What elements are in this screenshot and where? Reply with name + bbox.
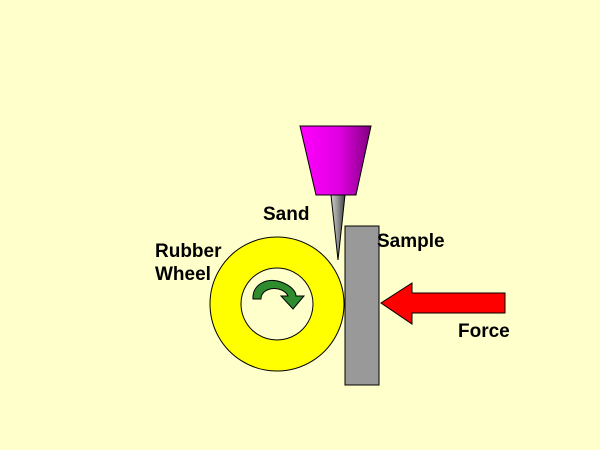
force-label: Force bbox=[458, 321, 510, 342]
rotation-arrow-body bbox=[252, 280, 306, 310]
sand-label: Sand bbox=[263, 204, 310, 225]
sand-nozzle bbox=[330, 194, 346, 261]
sample-label: Sample bbox=[377, 231, 445, 252]
rubber-wheel-label-line-1: Rubber bbox=[155, 241, 222, 262]
rotation-arrow-icon bbox=[252, 280, 306, 310]
sample-plate bbox=[344, 225, 380, 386]
rubber-wheel bbox=[209, 236, 345, 372]
rubber-wheel-label-line-2: Wheel bbox=[155, 264, 211, 285]
rubber-wheel-label: Rubber Wheel bbox=[155, 240, 222, 286]
force-arrow-icon bbox=[380, 282, 506, 325]
sand-hopper bbox=[299, 125, 372, 196]
